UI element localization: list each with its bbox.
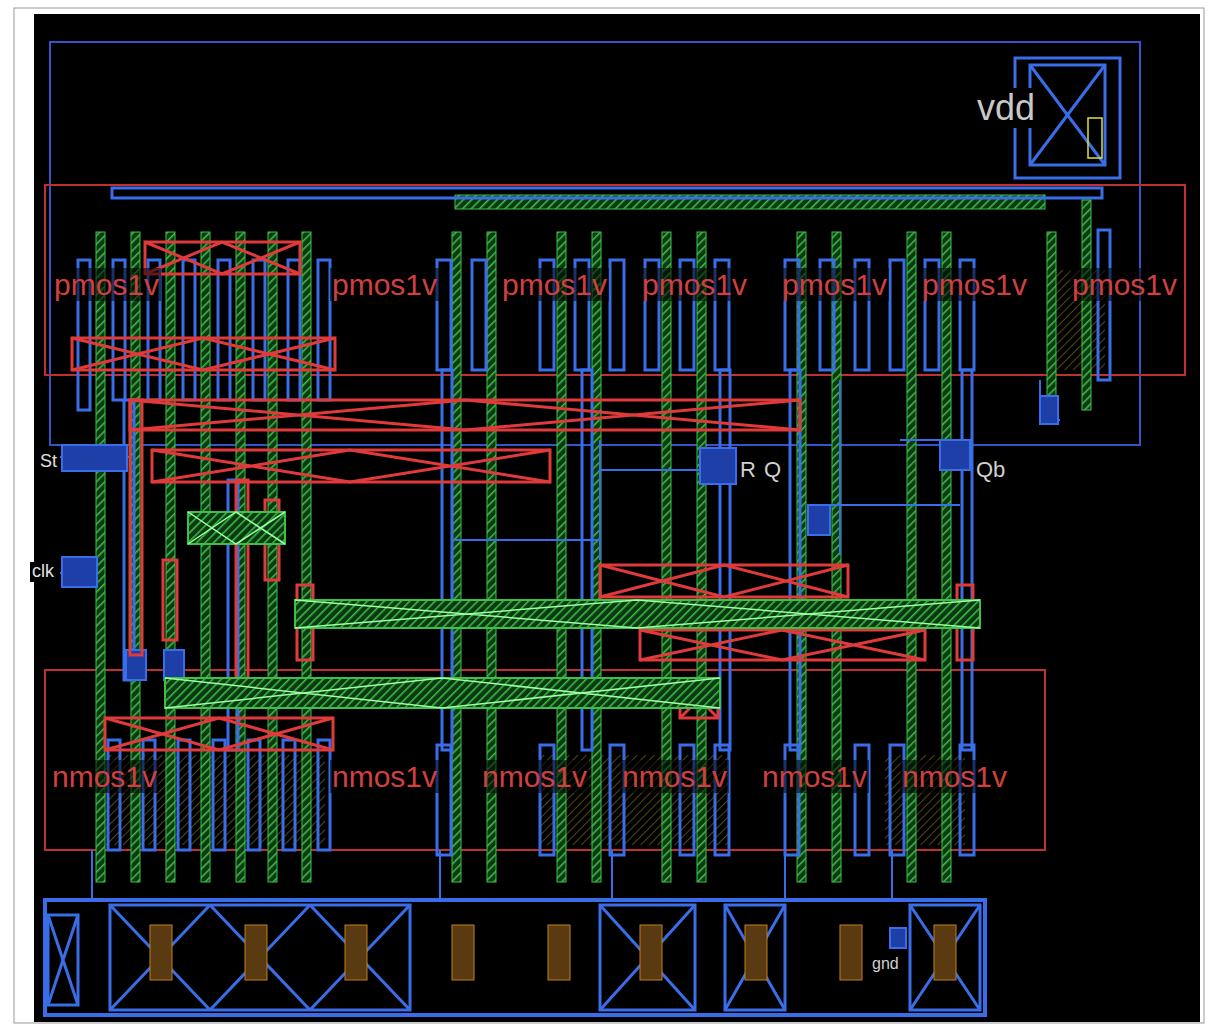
pin-label: clk [30,562,56,582]
device-label: pmos1v [1070,268,1179,301]
device-label: nmos1v [620,760,729,793]
device-label: nmos1v [900,760,1009,793]
device-label: pmos1v [780,268,889,301]
device-label: pmos1v [920,268,1029,301]
device-label: nmos1v [330,760,439,793]
device-label: nmos1v [480,760,589,793]
pin-label: vdd [975,88,1037,128]
pin-label: R [738,458,758,482]
pin-label: Qb [974,458,1007,482]
pin-label: Q [762,458,783,482]
device-label: pmos1v [500,268,609,301]
device-label: pmos1v [52,268,161,301]
device-label: pmos1v [640,268,749,301]
pin-label: gnd [870,955,901,973]
device-label: pmos1v [330,268,439,301]
device-label: nmos1v [50,760,159,793]
device-label: nmos1v [760,760,869,793]
pin-label: St [38,452,59,472]
